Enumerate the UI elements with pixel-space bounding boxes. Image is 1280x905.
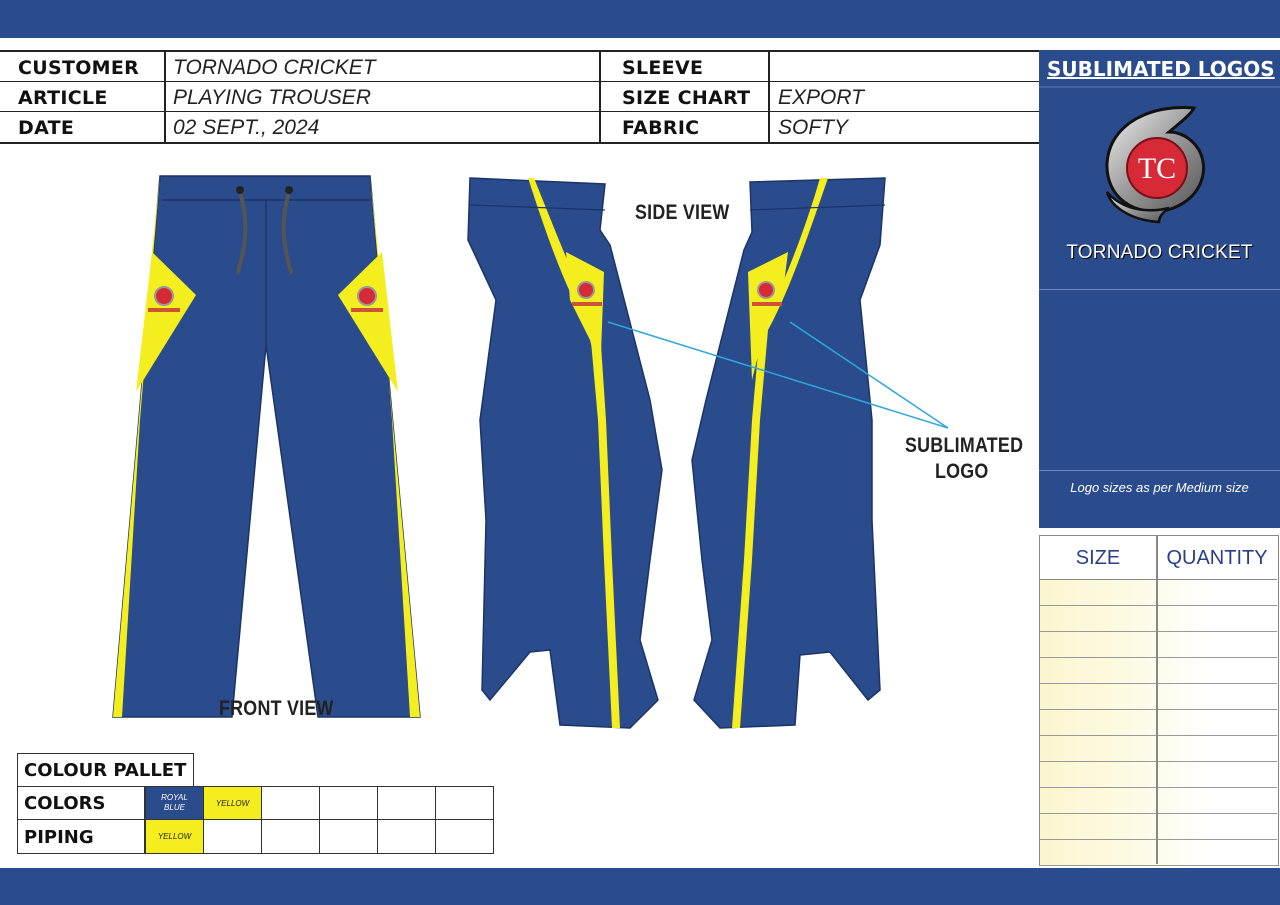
- colors-swatch-label: YELLOW: [215, 799, 250, 808]
- colors-empty-cell: [377, 786, 436, 820]
- header-divider: [164, 52, 166, 144]
- pallet-title: COLOUR PALLET: [24, 760, 187, 781]
- trouser-drawing: [112, 175, 949, 729]
- colors-empty-cell: [261, 786, 320, 820]
- front-view-caption: FRONT VIEW: [219, 697, 334, 720]
- piping-empty-cell: [435, 819, 494, 854]
- customer-value: TORNADO CRICKET: [173, 56, 376, 79]
- quantity-column-header: QUANTITY: [1166, 547, 1268, 569]
- colors-empty-cell: [319, 786, 378, 820]
- size-table-row[interactable]: [1040, 762, 1277, 788]
- size-table-header: SIZE QUANTITY: [1040, 536, 1277, 580]
- pallet-title-box: COLOUR PALLET: [17, 753, 194, 787]
- size-table-row[interactable]: [1040, 658, 1277, 684]
- header-row-3: DATE 02 SEPT., 2024 FABRIC SOFTY: [0, 112, 1040, 142]
- piping-label-box: PIPING: [17, 819, 145, 854]
- logos-panel-title-text: SUBLIMATED LOGOS: [1047, 57, 1275, 81]
- side-view-caption: SIDE VIEW: [635, 201, 730, 224]
- size-column-header: SIZE: [1075, 547, 1121, 569]
- colors-empty-cell: [435, 786, 494, 820]
- header-divider: [599, 52, 601, 144]
- size-table-row[interactable]: [1040, 736, 1277, 762]
- size-chart-value: EXPORT: [778, 86, 864, 109]
- article-label: ARTICLE: [18, 87, 108, 109]
- size-table-row[interactable]: [1040, 710, 1277, 736]
- colors-label: COLORS: [24, 793, 106, 814]
- callout-line: [789, 321, 949, 429]
- piping-empty-cell: [319, 819, 378, 854]
- header-row-1: CUSTOMER TORNADO CRICKET SLEEVE: [0, 52, 1040, 82]
- header-divider: [768, 52, 770, 144]
- colors-swatch: ROYAL BLUE: [145, 786, 204, 820]
- front-view-trouser: [112, 175, 421, 718]
- size-table-row[interactable]: [1040, 814, 1277, 840]
- fabric-label: FABRIC: [622, 117, 700, 139]
- sleeve-label: SLEEVE: [622, 57, 704, 79]
- date-value: 02 SEPT., 2024: [173, 116, 320, 139]
- customer-label: CUSTOMER: [18, 57, 140, 79]
- colors-swatch-label: ROYAL BLUE: [161, 793, 188, 812]
- size-table-row[interactable]: [1040, 580, 1277, 606]
- top-band: [0, 0, 1280, 38]
- spec-header-table: CUSTOMER TORNADO CRICKET SLEEVE ARTICLE …: [0, 50, 1040, 144]
- size-table-row[interactable]: [1040, 840, 1277, 866]
- side-view-trouser-left: [467, 177, 663, 729]
- piping-swatch: YELLOW: [145, 819, 204, 854]
- size-table-row[interactable]: [1040, 632, 1277, 658]
- logo-letters: TC: [1138, 152, 1176, 185]
- colors-swatch: YELLOW: [203, 786, 262, 820]
- piping-empty-cell: [203, 819, 262, 854]
- size-quantity-table: SIZE QUANTITY: [1039, 535, 1279, 866]
- panel-divider: [1039, 470, 1280, 471]
- piping-label: PIPING: [24, 827, 94, 848]
- size-table-row[interactable]: [1040, 606, 1277, 632]
- size-table-row[interactable]: [1040, 684, 1277, 710]
- article-value: PLAYING TROUSER: [173, 86, 371, 109]
- date-label: DATE: [18, 117, 75, 139]
- callout-line: [607, 321, 949, 429]
- piping-empty-cell: [261, 819, 320, 854]
- fabric-value: SOFTY: [778, 116, 849, 139]
- colors-label-box: COLORS: [17, 786, 145, 820]
- callout-label-line2: LOGO: [935, 460, 989, 483]
- header-row-2: ARTICLE PLAYING TROUSER SIZE CHART EXPOR…: [0, 82, 1040, 112]
- logo-size-note: Logo sizes as per Medium size: [1070, 480, 1249, 495]
- piping-empty-cell: [377, 819, 436, 854]
- size-table-column-divider: [1156, 536, 1158, 864]
- size-chart-label: SIZE CHART: [622, 87, 751, 109]
- logos-panel-title: SUBLIMATED LOGOS: [1039, 50, 1280, 88]
- size-table-row[interactable]: [1040, 788, 1277, 814]
- logo-brand-name: TORNADO CRICKET: [1066, 242, 1253, 263]
- side-view-trouser-right: [691, 177, 886, 729]
- sublimated-logos-panel: SUBLIMATED LOGOS TC TORNADO CRICKET Logo…: [1039, 50, 1280, 528]
- bottom-band: [0, 868, 1280, 905]
- piping-swatch-label: YELLOW: [157, 832, 192, 841]
- panel-divider: [1039, 289, 1280, 290]
- callout-label-line1: SUBLIMATED: [905, 434, 1024, 457]
- tornado-logo-icon: TC: [1105, 105, 1205, 224]
